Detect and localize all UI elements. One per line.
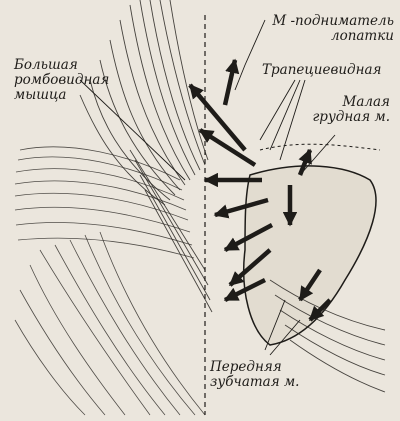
shoulder-outline-dashed — [259, 143, 381, 151]
levator-label-line1: М -подниматель — [272, 13, 394, 29]
trapezius-label: Трапециевидная — [262, 63, 381, 78]
levator-label: М -подниматель лопатки — [272, 14, 394, 44]
rhomboid-label: Большая ромбовидная мышца — [14, 58, 109, 103]
rhomboid-fibers — [129, 149, 213, 313]
serratus-label-line1: Передняя — [210, 359, 282, 375]
leader-lines — [79, 19, 336, 356]
serratus-label-line2: зубчатая м. — [210, 374, 300, 390]
rhomboid-label-line1: Большая — [14, 57, 78, 73]
rhomboid-label-line3: мышца — [14, 87, 67, 103]
trapezius-label-text: Трапециевидная — [262, 62, 382, 78]
shoulder-fibers — [14, 146, 195, 259]
pectoralis-minor-label-line1: Малая — [342, 94, 390, 110]
serratus-label: Передняя зубчатая м. — [210, 360, 299, 390]
rhomboid-label-line2: ромбовидная — [14, 72, 110, 88]
pectoralis-minor-label-line2: грудная м. — [312, 109, 390, 125]
pectoralis-minor-label: Малая грудная м. — [312, 95, 390, 125]
pull-arrows — [188, 58, 332, 322]
levator-label-line2: лопатки — [330, 28, 394, 44]
lower-back-fibers — [14, 231, 206, 416]
